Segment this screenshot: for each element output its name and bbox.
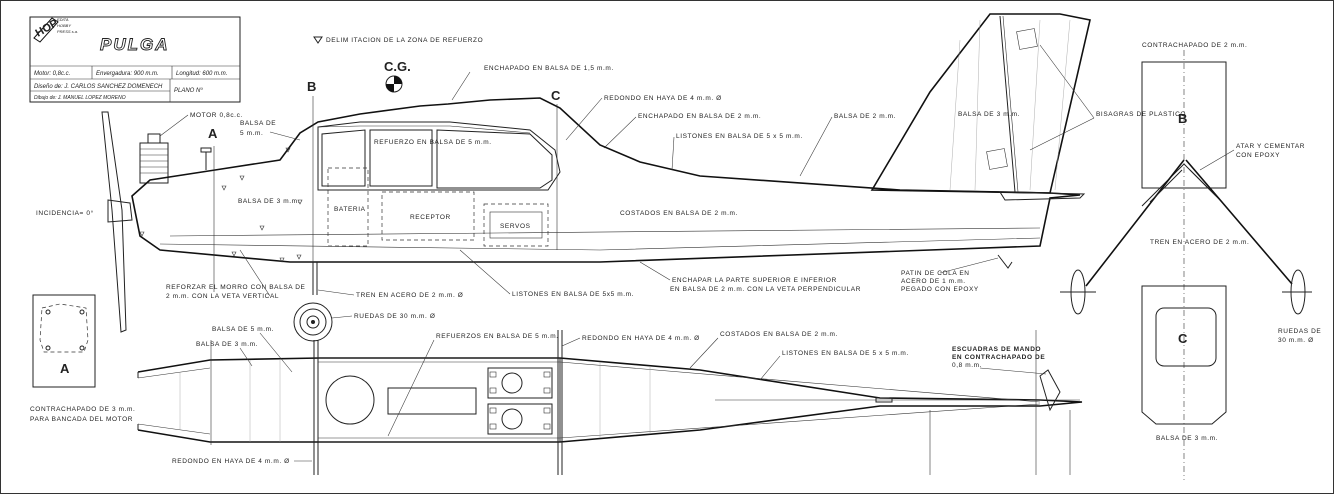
label-escuadras-2: EN CONTRACHAPADO DE: [952, 354, 1045, 361]
label-top-costados: COSTADOS EN BALSA DE 2 m.m.: [720, 331, 838, 338]
label-motor: MOTOR 0,8c.c.: [190, 112, 243, 119]
label-top-listones: LISTONES EN BALSA DE 5 x 5 m.m.: [782, 350, 909, 357]
label-atar-2: CON EPOXY: [1236, 152, 1280, 159]
servos-outline: [483, 203, 549, 247]
section-a-marker: A: [208, 126, 218, 141]
label-reforzar-1: REFORZAR EL MORRO CON BALSA DE: [166, 284, 306, 291]
section-c-cutout: [1155, 307, 1217, 367]
label-costados: COSTADOS EN BALSA DE 2 m.m.: [620, 210, 738, 217]
canopy: [317, 121, 561, 191]
propeller: [101, 111, 127, 333]
label-tren: TREN EN ACERO DE 2 m.m. Ø: [356, 292, 463, 299]
label-top-balsa-5: BALSA DE 5 m.m.: [212, 326, 274, 333]
label-redondo-haya: REDONDO EN HAYA DE 4 m.m. Ø: [604, 95, 722, 102]
label-contrachapado-b: CONTRACHAPADO DE 2 m.m.: [1142, 42, 1247, 49]
publisher-line-2: HOBBY: [57, 23, 71, 28]
label-reforzar-2: 2 m.m. CON LA VETA VERTICAL: [166, 293, 279, 300]
battery-outline: [327, 167, 369, 247]
label-escuadras-3: 0,8 m.m.: [952, 362, 982, 369]
section-c-label: C: [1178, 331, 1188, 346]
label-bateria: BATERIA: [334, 206, 366, 213]
label-receptor: RECEPTOR: [410, 214, 451, 221]
section-b-cross: B CONTRACHAPADO DE 2 m.m. ATAR Y CEMENTA…: [1060, 42, 1321, 480]
top-view-annotations: BALSA DE 5 m.m. BALSA DE 3 m.m. REFUERZO…: [30, 326, 1047, 465]
control-horn: [1039, 369, 1061, 412]
label-atar-1: ATAR Y CEMENTAR: [1236, 143, 1305, 150]
sheet-number: PLANO Nº: [174, 87, 203, 94]
label-top-redondo-bottom: REDONDO EN HAYA DE 4 m.m. Ø: [172, 458, 290, 465]
label-balsa-5-line2: 5 m.m.: [240, 130, 263, 137]
wingspan-spec: Envergadura: 900 m.m.: [96, 71, 159, 77]
label-tren-section: TREN EN ACERO DE 2 m.m.: [1150, 239, 1249, 246]
publisher-line-1: EDITA: [57, 17, 69, 22]
cg-label: C.G.: [384, 59, 411, 74]
label-listones-bottom: LISTONES EN BALSA DE 5x5 m.m.: [512, 291, 634, 298]
label-balsa-3-section: BALSA DE 3 m.m.: [1156, 435, 1218, 442]
tail-skid: [997, 254, 1013, 269]
publisher-line-3: PRESS s.a.: [57, 29, 78, 34]
model-name: PULGA: [100, 35, 170, 54]
landing-gear-wire: [1085, 159, 1293, 287]
label-ruedas-2: 30 m.m. Ø: [1278, 337, 1314, 344]
label-enchapado-1-5: ENCHAPADO EN BALSA DE 1,5 m.m.: [484, 65, 614, 72]
label-balsa-2: BALSA DE 2 m.m.: [834, 113, 896, 120]
label-top-redondo: REDONDO EN HAYA DE 4 m.m. Ø: [582, 335, 700, 342]
spinner: [107, 199, 133, 223]
side-view-annotations: ENCHAPADO EN BALSA DE 1,5 m.m. REDONDO E…: [36, 44, 1186, 320]
label-listones: LISTONES EN BALSA DE 5 x 5 m.m.: [676, 133, 803, 140]
wheel-side: [293, 302, 333, 342]
label-bisagras-1: BISAGRAS DE PLASTICO: [1096, 111, 1186, 118]
top-view: [137, 330, 1083, 475]
section-c-marker: C: [551, 88, 561, 103]
receiver-bay: [387, 387, 477, 415]
servo-tray: [487, 367, 553, 435]
label-ruedas: RUEDAS DE 30 m.m. Ø: [354, 313, 435, 320]
draftsman: Dibujo de: J. MANUEL LOPEZ MORENO: [34, 95, 126, 101]
legend-text: DELIM ITACION DE LA ZONA DE REFUERZO: [326, 37, 483, 44]
label-enchapado-2: ENCHAPADO EN BALSA DE 2 m.m.: [638, 113, 761, 120]
designer: Diseño de: J. CARLOS SANCHEZ DOMENECH: [34, 84, 163, 90]
horizontal-stabilizer: [999, 191, 1086, 201]
label-refuerzo: REFUERZO EN BALSA DE 5 m.m.: [374, 139, 492, 146]
motor-spec: Motor: 0,8c.c.: [34, 71, 70, 77]
label-servos: SERVOS: [500, 223, 531, 230]
cg-marker: C.G.: [384, 59, 411, 93]
title-block: HOP EDITA HOBBY PRESS s.a. PULGA Motor: …: [29, 16, 241, 103]
label-top-refuerzos: REFUERZOS EN BALSA DE 5 m.m.: [436, 333, 559, 340]
section-a-firewall: A: [32, 294, 96, 388]
label-balsa-3-nose: BALSA DE 3 m.m.: [238, 198, 300, 205]
label-balsa-5-line1: BALSA DE: [240, 120, 276, 127]
section-b-marker: B: [307, 79, 316, 94]
label-enchapar-1: ENCHAPAR LA PARTE SUPERIOR E INFERIOR: [672, 277, 837, 284]
label-ruedas-1: RUEDAS DE: [1278, 328, 1321, 335]
label-contrachapado-2: PARA BANCADA DEL MOTOR: [30, 416, 133, 423]
engine: [139, 133, 212, 184]
section-c-cross: C BALSA DE 3 m.m.: [1141, 285, 1227, 442]
side-view: [101, 13, 1091, 342]
fuselage-outline: [131, 97, 1081, 263]
label-incidencia: INCIDENCIA= 0°: [36, 209, 94, 217]
label-patin-3: PEGADO CON EPOXY: [901, 286, 979, 293]
label-balsa-3-tail: BALSA DE 3 m.m.: [958, 111, 1020, 118]
receiver-outline: [381, 191, 475, 241]
label-patin-1: PATIN DE COLA EN: [901, 270, 970, 277]
label-enchapar-2: EN BALSA DE 2 m.m. CON LA VETA PERPENDIC…: [670, 286, 861, 293]
rudder-hinge: [999, 15, 1016, 193]
label-escuadras-1: ESCUADRAS DE MANDO: [952, 346, 1041, 353]
label-top-balsa-3: BALSA DE 3 m.m.: [196, 341, 258, 348]
label-contrachapado-1: CONTRACHAPADO DE 3 m.m.: [30, 406, 135, 413]
section-a-label: A: [60, 361, 70, 376]
reinforcement-legend: DELIM ITACION DE LA ZONA DE REFUERZO: [313, 36, 483, 44]
length-spec: Longitud: 600 m.m.: [176, 71, 227, 77]
label-patin-2: ACERO DE 1 m.m.: [901, 278, 966, 285]
section-b-label: B: [1178, 111, 1187, 126]
fuel-tank-hole: [325, 375, 375, 425]
